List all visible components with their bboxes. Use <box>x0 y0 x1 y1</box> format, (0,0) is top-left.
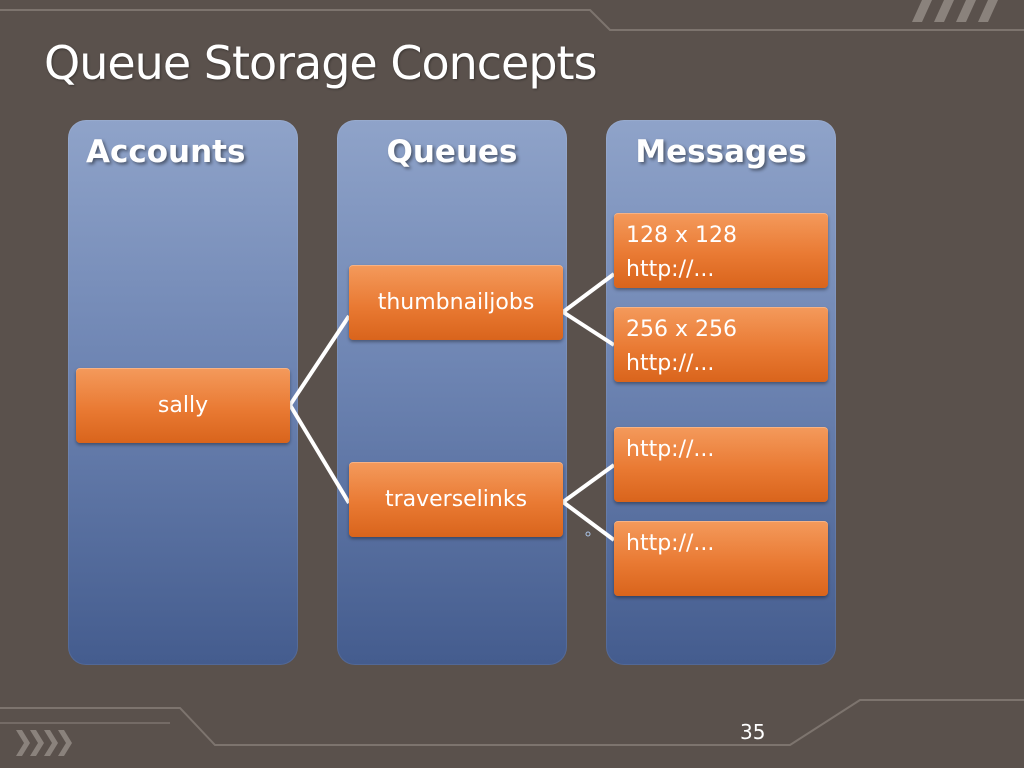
message-box-4: http://... <box>614 521 828 596</box>
chevrons-icon <box>16 730 72 756</box>
message-line: 128 x 128 <box>626 223 737 248</box>
message-line: http://... <box>626 531 715 556</box>
top-frame-line <box>0 9 1024 31</box>
message-box-1: 128 x 128 http://... <box>614 213 828 288</box>
bottom-frame-line <box>0 699 1024 746</box>
slide-title: Queue Storage Concepts <box>44 36 598 90</box>
queue-box-thumbnailjobs: thumbnailjobs <box>349 265 563 340</box>
queue-box-traverselinks: traverselinks <box>349 462 563 537</box>
account-box-sally: sally <box>76 368 290 443</box>
queues-heading: Queues <box>386 134 518 170</box>
accounts-heading: Accounts <box>86 134 246 170</box>
message-box-2: 256 x 256 http://... <box>614 307 828 382</box>
message-line: http://... <box>626 437 715 462</box>
message-line: http://... <box>626 257 715 282</box>
messages-heading: Messages <box>635 134 807 170</box>
page-number: 35 <box>740 720 766 744</box>
queue-label: traverselinks <box>384 487 528 512</box>
message-line: http://... <box>626 351 715 376</box>
top-right-stripes-icon <box>912 0 998 22</box>
message-line: 256 x 256 <box>626 317 737 342</box>
queue-label: thumbnailjobs <box>377 290 535 315</box>
queues-column: Queues <box>337 120 567 665</box>
message-box-3: http://... <box>614 427 828 502</box>
connector-dot <box>585 531 591 537</box>
account-label: sally <box>157 393 209 418</box>
